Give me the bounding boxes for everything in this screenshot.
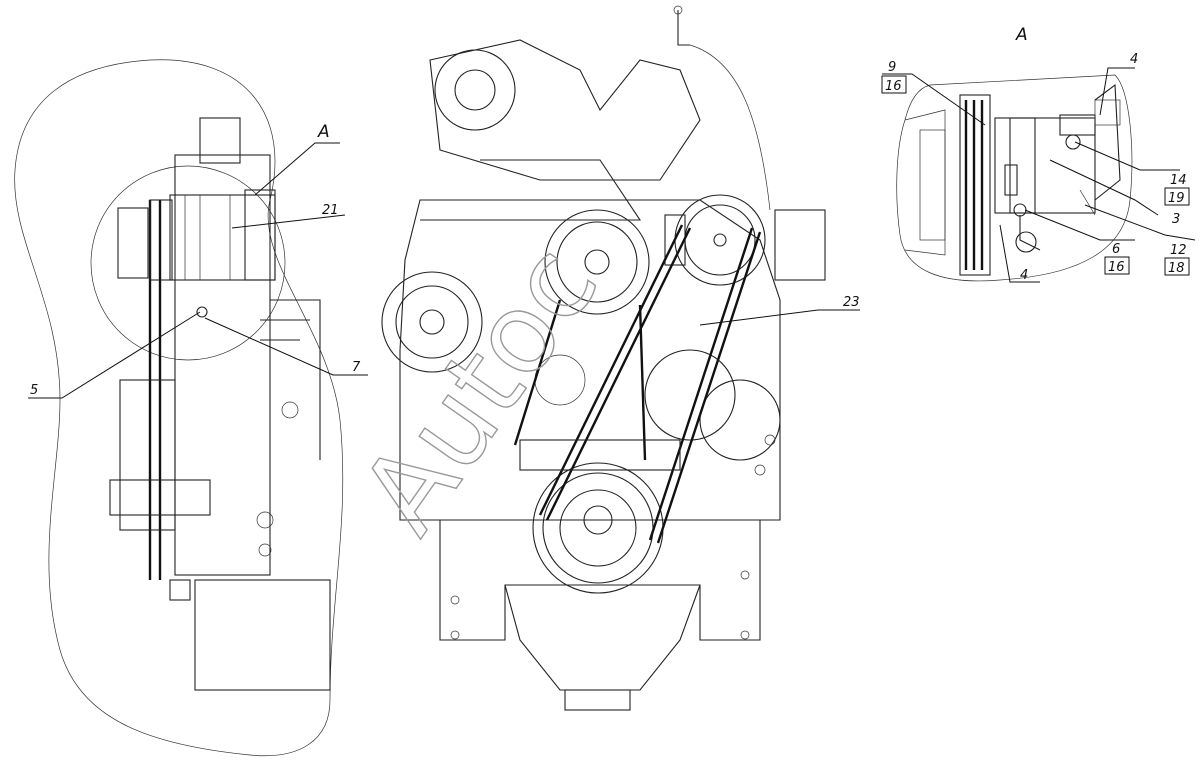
view-label-right: A	[1015, 25, 1028, 45]
callout-7: 7	[352, 360, 361, 375]
callout-9: 9	[888, 60, 896, 75]
callout-14: 14	[1170, 173, 1187, 188]
front-view	[381, 5, 826, 711]
detail-view-a	[896, 74, 1133, 282]
side-view-outline	[14, 59, 344, 757]
compressor-body	[169, 194, 276, 281]
detail-compressor	[994, 117, 1096, 214]
detail-circle	[90, 165, 286, 361]
callout-18: 18	[1168, 261, 1185, 276]
alternator	[381, 271, 483, 373]
callout-4-top: 4	[1130, 52, 1138, 67]
callout-3: 3	[1172, 212, 1180, 227]
callout-19: 19	[1168, 191, 1185, 206]
callout-16-top: 16	[885, 79, 902, 94]
side-view	[14, 59, 344, 757]
watermark: Autoc	[336, 222, 623, 556]
callout-12: 12	[1170, 243, 1187, 258]
callout-6: 6	[1112, 242, 1120, 257]
belt-left	[538, 224, 684, 516]
crank-pulley	[532, 462, 664, 594]
pump-pulley	[544, 209, 650, 315]
view-label-left: A	[317, 122, 330, 142]
callout-16-bottom: 16	[1108, 260, 1125, 275]
callout-21: 21	[322, 203, 339, 218]
detail-outline	[896, 74, 1133, 282]
watermark-text: Autoc	[336, 223, 622, 555]
callout-4-bottom: 4	[1020, 268, 1028, 283]
callout-5: 5	[30, 383, 38, 398]
compressor-front	[674, 194, 766, 286]
belt-right	[648, 227, 754, 541]
callout-23: 23	[843, 295, 860, 310]
